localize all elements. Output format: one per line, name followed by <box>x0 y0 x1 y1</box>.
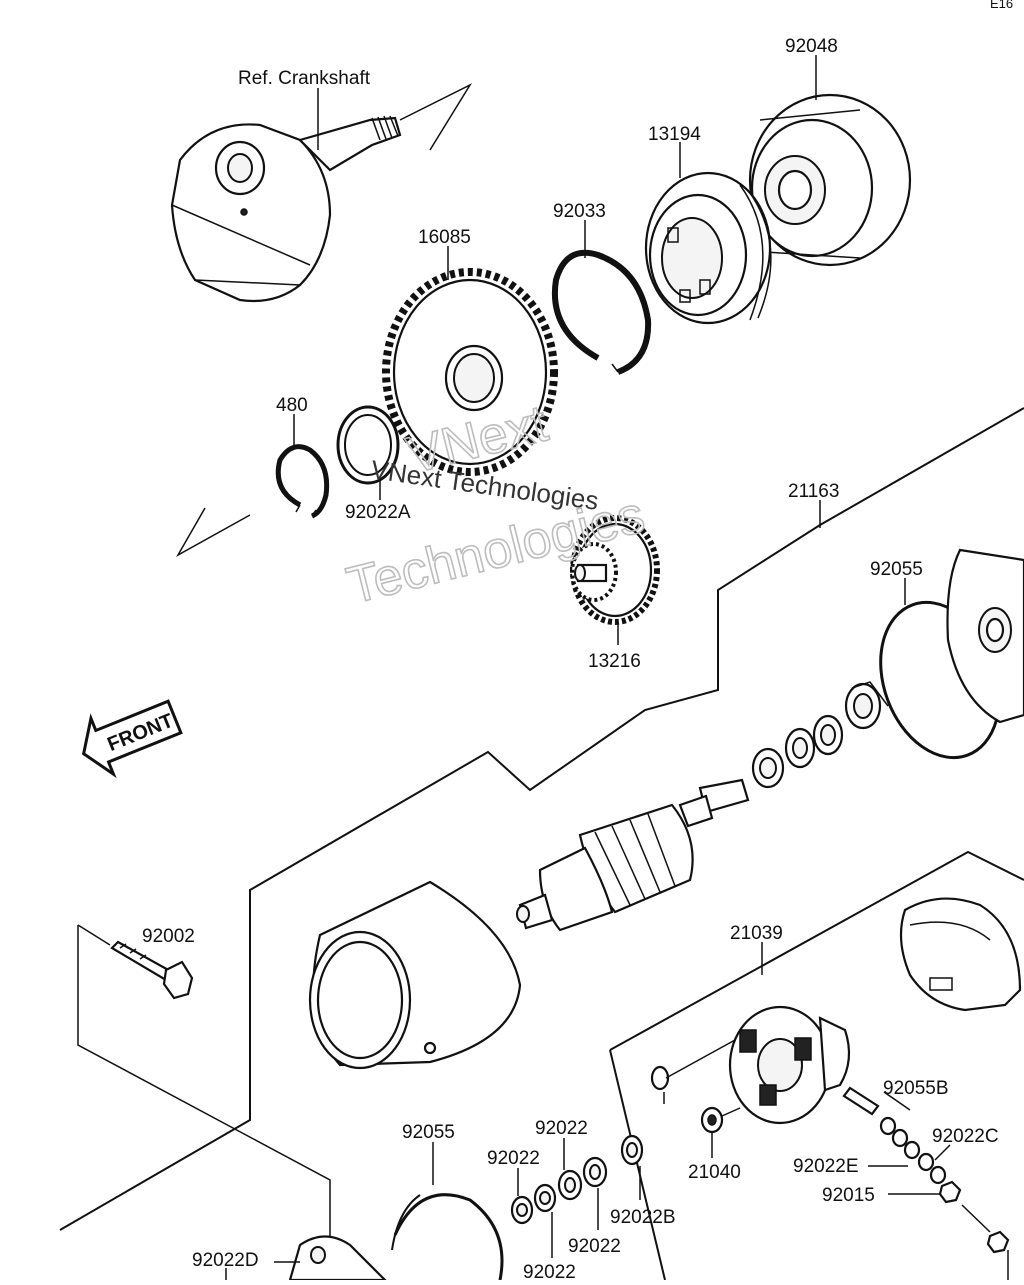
label-16085: 16085 <box>418 227 471 248</box>
label-21039: 21039 <box>730 923 783 944</box>
label-92002: 92002 <box>142 926 195 947</box>
label-92022-c: 92022 <box>568 1236 621 1257</box>
part-21039-illustration <box>650 1005 880 1125</box>
part-92055-bottom-illustration <box>391 1193 504 1281</box>
label-92055-bottom: 92055 <box>402 1122 455 1143</box>
label-92055B: 92055B <box>883 1078 949 1099</box>
label-21163: 21163 <box>788 481 839 502</box>
section-boundary-lower-left <box>609 1049 666 1281</box>
section-boundary-lower <box>609 850 1024 1051</box>
shaft-washers-illustration <box>751 681 889 789</box>
label-ref-crankshaft: Ref. Crankshaft <box>238 68 371 89</box>
terminal-hardware-illustration <box>879 1116 1010 1280</box>
label-92022-b: 92022 <box>535 1118 588 1139</box>
label-92022A: 92022A <box>345 502 411 523</box>
bottom-housing-illustration <box>288 1235 388 1282</box>
label-92022B: 92022B <box>610 1207 676 1228</box>
label-92022-d: 92022 <box>523 1262 576 1280</box>
label-92022-a: 92022 <box>487 1148 540 1169</box>
label-92022E: 92022E <box>793 1156 859 1177</box>
part-92002-illustration <box>110 940 194 1000</box>
section-boundary-upper <box>59 407 1024 1231</box>
label-92022D: 92022D <box>192 1250 259 1271</box>
label-92048: 92048 <box>785 36 838 57</box>
part-92055-top-illustration <box>879 548 1024 760</box>
label-92033: 92033 <box>553 201 606 222</box>
label-13194: 13194 <box>648 124 701 145</box>
label-13216: 13216 <box>588 651 641 672</box>
corner-label: E16 <box>990 0 1013 11</box>
label-21040: 21040 <box>688 1162 741 1183</box>
armature-illustration <box>516 778 750 932</box>
part-16085-illustration <box>382 268 558 476</box>
bottom-washers-illustration <box>510 1134 644 1225</box>
front-arrow: FRONT <box>81 699 183 779</box>
part-92033-illustration <box>552 249 652 375</box>
part-13216-illustration <box>570 515 660 625</box>
part-13194-illustration <box>644 171 772 325</box>
label-92015: 92015 <box>822 1185 875 1206</box>
part-92022A-illustration <box>336 405 400 485</box>
label-92055-top: 92055 <box>870 559 923 580</box>
label-480: 480 <box>276 395 308 416</box>
part-92048-illustration <box>748 93 912 267</box>
brush-cover-illustration <box>899 897 1022 1012</box>
leader-92002-frame <box>77 925 331 1280</box>
part-480-illustration <box>275 444 330 519</box>
part-21040-illustration <box>700 1106 741 1134</box>
crankshaft-illustration <box>170 115 402 303</box>
yoke-illustration <box>308 880 522 1070</box>
label-92022C: 92022C <box>932 1126 999 1147</box>
